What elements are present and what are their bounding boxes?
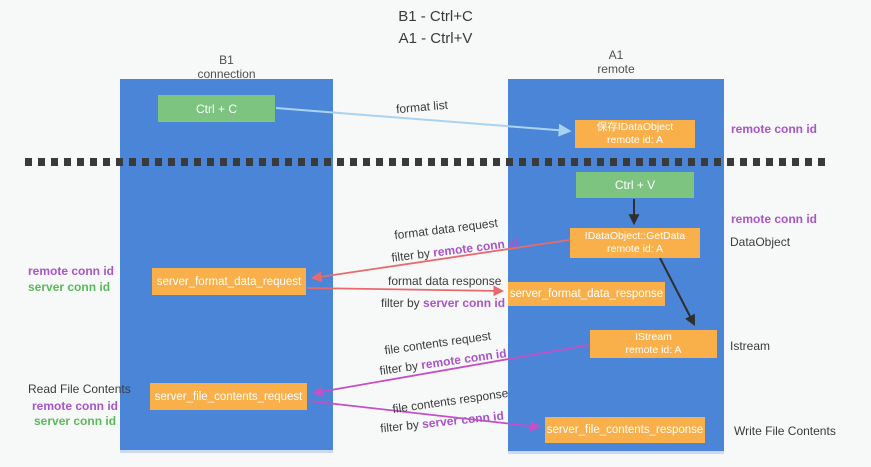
diagram-title: B1 - Ctrl+C A1 - Ctrl+V <box>0 6 871 50</box>
format-list-arrow <box>275 107 572 137</box>
server-conn-id-text: server conn id <box>423 296 506 310</box>
title-line-a1: A1 - Ctrl+V <box>398 30 473 47</box>
node-server-format-data-request: server_format_data_request <box>152 268 306 295</box>
label-istream: Istream <box>730 339 771 353</box>
label-remote-conn-id-top-right: remote conn id <box>731 122 818 136</box>
file-request-arrow <box>311 344 590 397</box>
format-request-arrow <box>310 239 570 283</box>
node-server-file-contents-response: server_file_contents_response <box>545 417 705 443</box>
label-remote-conn-id-mid-right: remote conn id <box>731 212 818 226</box>
edge-label-format-data-response: format data response <box>388 274 502 288</box>
node-save-idataobject-line1: 保存IDataObject <box>596 121 674 133</box>
node-istream-line1: IStream <box>635 331 672 343</box>
format-response-arrow <box>306 285 505 297</box>
filter-by-text: filter by <box>381 296 424 310</box>
node-server-format-data-response: server_format_data_response <box>508 282 665 306</box>
label-write-file-contents: Write File Contents <box>734 424 836 438</box>
lane-b1-role: connection <box>197 67 256 81</box>
node-ctrl-v: Ctrl + V <box>576 172 694 198</box>
label-server-conn-id-left2: server conn id <box>34 414 117 428</box>
label-remote-conn-id-left1: remote conn id <box>28 264 115 278</box>
label-read-file-contents: Read File Contents <box>28 382 131 396</box>
lane-header-a1: A1 remote <box>508 48 724 76</box>
lane-b1-name: B1 <box>219 53 234 67</box>
lane-a1-role: remote <box>597 62 635 76</box>
node-save-idataobject: 保存IDataObject remote id: A <box>575 120 695 148</box>
lane-a1-name: A1 <box>608 48 624 62</box>
node-getdata-line2: remote id: A <box>606 243 664 255</box>
node-istream-line2: remote id: A <box>625 344 682 356</box>
file-response-arrow <box>308 400 542 432</box>
node-server-file-contents-request: server_file_contents_request <box>150 383 307 410</box>
label-remote-conn-id-left2: remote conn id <box>32 399 119 413</box>
lane-header-b1: B1 connection <box>120 53 333 81</box>
getdata-to-istream-arrow <box>659 257 696 326</box>
label-dataobject: DataObject <box>730 235 791 249</box>
node-getdata-line1: IDataObject::GetData <box>584 230 686 242</box>
node-save-idataobject-line2: remote id: A <box>606 134 664 146</box>
node-idataobject-getdata: IDataObject::GetData remote id: A <box>570 228 700 258</box>
title-line-b1: B1 - Ctrl+C <box>398 8 473 25</box>
node-istream: IStream remote id: A <box>590 330 717 358</box>
edge-label-format-response-filter: filter by server conn id <box>381 296 505 310</box>
label-server-conn-id-left1: server conn id <box>28 280 111 294</box>
node-ctrl-c: Ctrl + C <box>158 95 275 122</box>
